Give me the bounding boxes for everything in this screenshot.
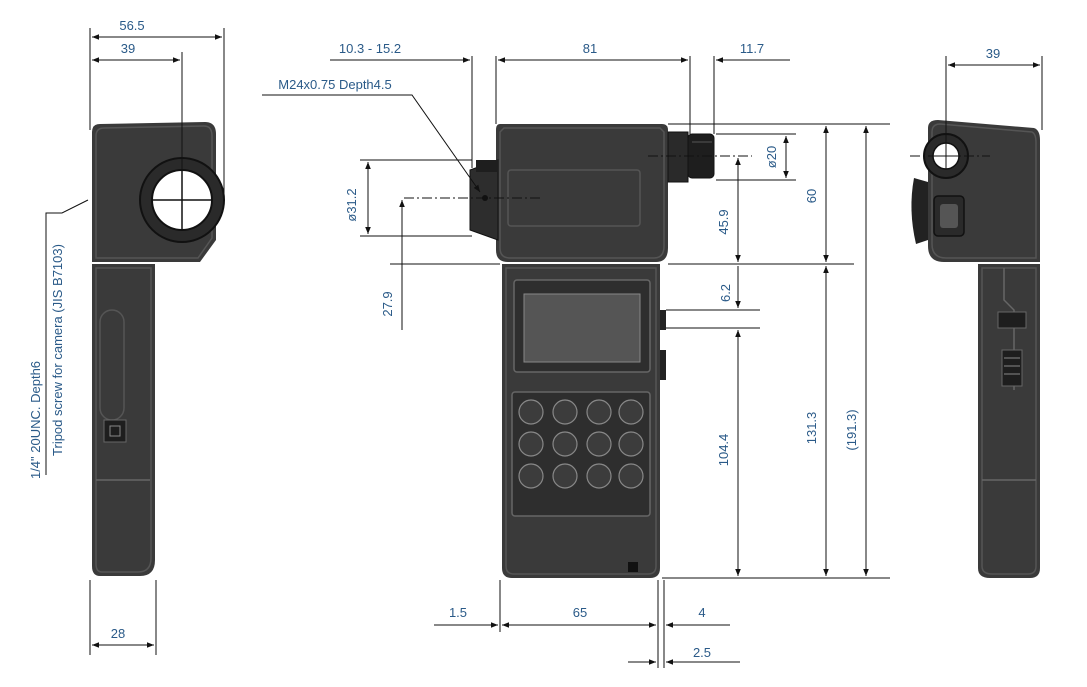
right-grip [978,264,1040,578]
dim-left-grip-width: 28 [111,626,125,641]
dim-step-height: 6.2 [718,284,733,302]
dim-eyepiece-center-height: 45.9 [716,209,731,234]
dim-head-height: 60 [804,189,819,203]
dim-left-lens-offset: 39 [121,41,135,56]
dim-right-depth: 39 [986,46,1000,61]
dim-eyepiece-diameter: ø20 [764,146,779,168]
dim-total-height: (191.3) [844,409,859,450]
front-display-screen [523,293,641,363]
dim-thread-range: 10.3 - 15.2 [339,41,401,56]
dim-left-total-depth: 56.5 [119,18,144,33]
dim-head-width: 81 [583,41,597,56]
tripod-label-line2: Tripod screw for camera (JIS B7103) [50,244,65,456]
dim-body-width: 65 [573,605,587,620]
dim-body-height: 131.3 [804,412,819,445]
front-head-shape [496,124,668,262]
front-view: 10.3 - 15.2 81 11.7 M24x0.75 Depth4.5 ø3… [262,41,890,668]
dim-left-step: 1.5 [449,605,467,620]
dim-lens-center-height: 27.9 [380,291,395,316]
dim-right-step: 4 [698,605,705,620]
dim-lens-diameter: ø31.2 [344,188,359,221]
dim-grip-height: 104.4 [716,434,731,467]
keypad-keys [518,399,644,489]
left-side-view: 56.5 39 28 1/4" 20UNC. Depth6 Tripod scr… [28,18,225,655]
dim-trigger-width: 2.5 [693,645,711,660]
right-side-view: 39 [910,46,1043,578]
front-keypad [511,391,651,517]
dim-eyepiece-offset: 11.7 [740,41,764,56]
tripod-label-line1: 1/4" 20UNC. Depth6 [28,361,43,479]
thread-spec-label: M24x0.75 Depth4.5 [278,77,391,92]
